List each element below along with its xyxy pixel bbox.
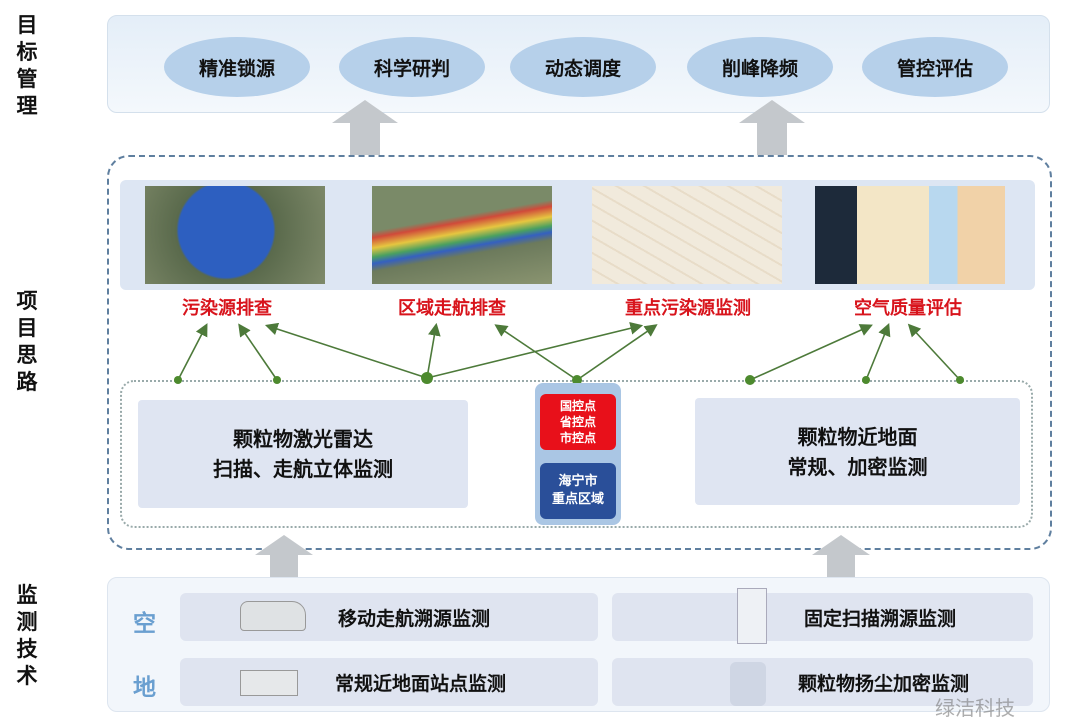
- nav-scan-map-image: [372, 186, 552, 284]
- mobile-nav-monitoring: 移动走航溯源监测: [180, 593, 598, 641]
- fixed-scan-label: 固定扫描溯源监测: [804, 607, 957, 630]
- label-goal-management: 目标管理: [16, 13, 38, 118]
- fixed-scan-monitoring: 固定扫描溯源监测: [612, 588, 1033, 644]
- row-label-ground: 地: [133, 675, 156, 701]
- mobile-nav-label: 移动走航溯源监测: [338, 607, 491, 630]
- pollution-source-map-image: [592, 186, 782, 284]
- goal-ellipse: 精准锁源: [164, 37, 310, 97]
- ground-line2: 常规、加密监测: [787, 454, 928, 479]
- goal-ellipse: 动态调度: [510, 37, 656, 97]
- ground-monitoring-box: 颗粒物近地面 常规、加密监测: [695, 398, 1020, 505]
- watermark: 绿洁科技: [935, 696, 1015, 720]
- label-project-idea: 项目思路: [16, 289, 38, 394]
- ground-station-monitoring: 常规近地面站点监测: [180, 658, 598, 706]
- haining-city: 海宁市: [558, 474, 598, 489]
- lidar-line2: 扫描、走航立体监测: [213, 457, 393, 481]
- project-idea-frame: [107, 155, 1052, 550]
- up-arrows: [255, 100, 870, 580]
- station-device-icon: [240, 670, 298, 696]
- dust-dense-label: 颗粒物扬尘加密监测: [798, 672, 970, 695]
- label-monitoring-tech: 监测技术: [16, 583, 38, 688]
- app-label: 空气质量评估: [854, 298, 962, 319]
- control-points-box: 国控点 省控点 市控点: [540, 394, 616, 450]
- goal-ellipse: 削峰降频: [687, 37, 833, 97]
- goal-ellipse: 科学研判: [339, 37, 485, 97]
- scanner-device-icon: [737, 588, 767, 644]
- app-label: 重点污染源监测: [625, 298, 751, 319]
- provincial-control-point: 省控点: [559, 415, 596, 429]
- key-area: 重点区域: [551, 492, 604, 507]
- lidar-line1: 颗粒物激光雷达: [233, 427, 373, 451]
- lidar-scan-map-image: [145, 186, 325, 284]
- dust-dense-monitoring: 颗粒物扬尘加密监测: [612, 658, 1033, 706]
- air-quality-map-image: [815, 186, 1005, 284]
- app-label: 污染源排查: [182, 298, 272, 319]
- national-control-point: 国控点: [559, 399, 596, 413]
- key-area-box: 海宁市 重点区域: [540, 463, 616, 519]
- app-label: 区域走航排查: [398, 298, 506, 319]
- lidar-monitoring-box: 颗粒物激光雷达 扫描、走航立体监测: [138, 400, 468, 508]
- dust-sensor-icon: [730, 662, 766, 706]
- city-control-point: 市控点: [559, 431, 596, 445]
- ground-station-label: 常规近地面站点监测: [335, 672, 507, 695]
- van-icon: [240, 601, 306, 631]
- ground-line1: 颗粒物近地面: [797, 424, 918, 449]
- row-label-air: 空: [133, 611, 156, 637]
- goal-ellipse: 管控评估: [862, 37, 1008, 97]
